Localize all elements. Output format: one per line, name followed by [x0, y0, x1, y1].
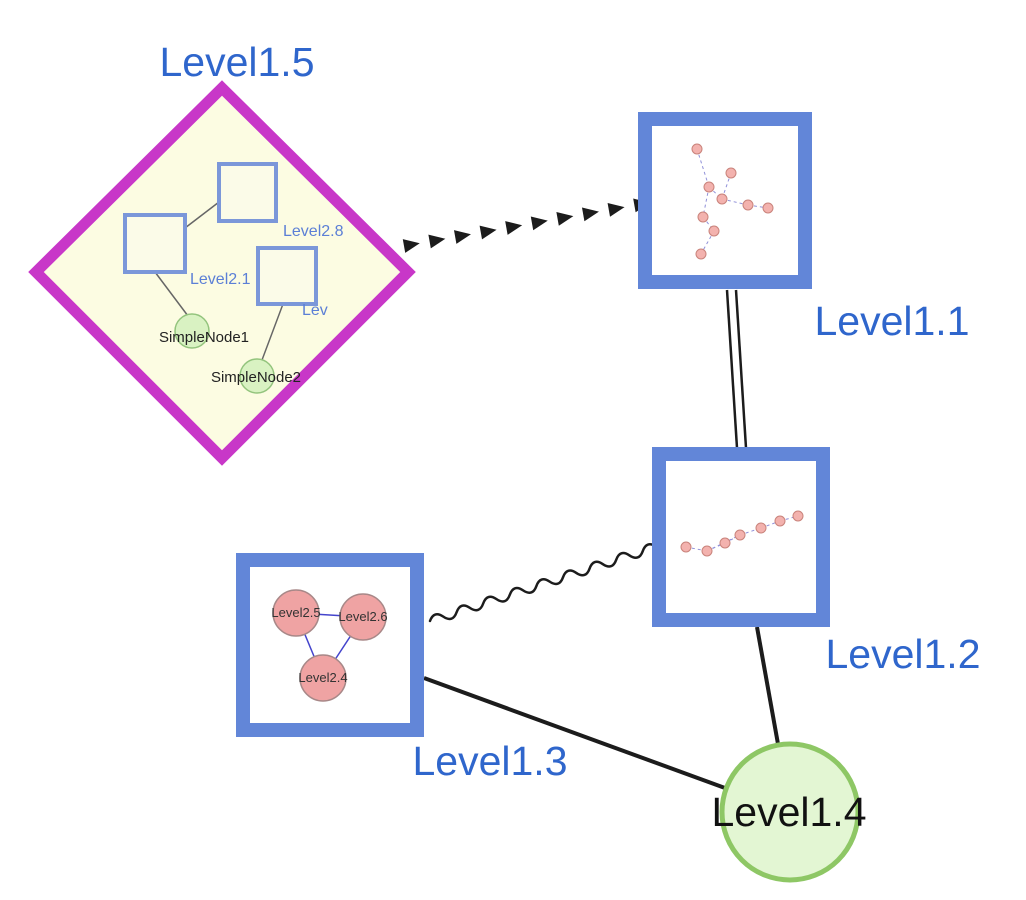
- node-level2-lev[interactable]: [256, 246, 318, 306]
- node-level2-4[interactable]: [299, 654, 347, 702]
- node-level2-6[interactable]: [339, 593, 387, 641]
- label-level2-6: Level2.6: [338, 609, 387, 624]
- edge-level11-to-level12[interactable]: [725, 289, 748, 449]
- node-level2-8[interactable]: [217, 162, 278, 223]
- label-level1-2: Level1.2: [825, 631, 980, 677]
- diamond-shape[interactable]: [28, 80, 416, 466]
- mini-graph-nodes: [680, 510, 804, 557]
- arrow-dash: [581, 207, 599, 222]
- label-simplenode1: SimpleNode1: [159, 329, 249, 346]
- arrow-dash: [428, 234, 446, 249]
- label-level1-3: Level1.3: [412, 738, 567, 784]
- arrow-dash: [505, 221, 523, 235]
- edge-level15-to-level11[interactable]: [402, 196, 652, 253]
- label-level2-1: Level2.1: [190, 271, 251, 288]
- label-level1-5: Level1.5: [159, 39, 314, 85]
- mini-graph-level1-2: [680, 510, 804, 557]
- edge-level12-to-level14[interactable]: [755, 626, 780, 745]
- mini-graph-level1-1: [691, 143, 774, 260]
- edge-level13-to-level12[interactable]: [428, 542, 658, 625]
- node-level1-1[interactable]: [638, 112, 812, 289]
- level1-3-frame[interactable]: [236, 553, 424, 737]
- node-level2-1[interactable]: [123, 213, 187, 274]
- label-level2-lev: Lev: [302, 302, 328, 319]
- edge-level13-to-level14[interactable]: [423, 676, 726, 790]
- node-simplenode1[interactable]: [174, 313, 210, 349]
- arrow-dash: [479, 225, 497, 240]
- label-level1-4: Level1.4: [711, 789, 866, 835]
- label-level1-1: Level1.1: [814, 298, 969, 344]
- mini-graph-nodes: [691, 143, 774, 260]
- level1-5-inner-edges: [154, 201, 284, 361]
- arrow-dash: [453, 230, 471, 244]
- label-level2-5: Level2.5: [271, 605, 320, 620]
- level1-2-frame[interactable]: [652, 447, 830, 627]
- arrow-dash: [556, 212, 574, 226]
- node-level1-4[interactable]: Level1.4: [711, 741, 867, 883]
- label-simplenode2: SimpleNode2: [211, 369, 301, 386]
- level1-4-shape[interactable]: [719, 741, 861, 883]
- arrow-dash: [607, 203, 625, 217]
- label-level2-8: Level2.8: [283, 223, 344, 240]
- arrow-dash: [530, 216, 548, 231]
- label-level2-4: Level2.4: [298, 670, 347, 685]
- node-level1-3[interactable]: Level2.5 Level2.6 Level2.4: [236, 553, 424, 737]
- node-simplenode2[interactable]: [239, 358, 275, 394]
- arrow-dash: [402, 239, 420, 253]
- node-level1-5[interactable]: Level2.8 Level2.1 Lev SimpleNode1 Simple…: [28, 80, 416, 466]
- node-level1-2[interactable]: [652, 447, 830, 627]
- node-level2-5[interactable]: [272, 589, 320, 637]
